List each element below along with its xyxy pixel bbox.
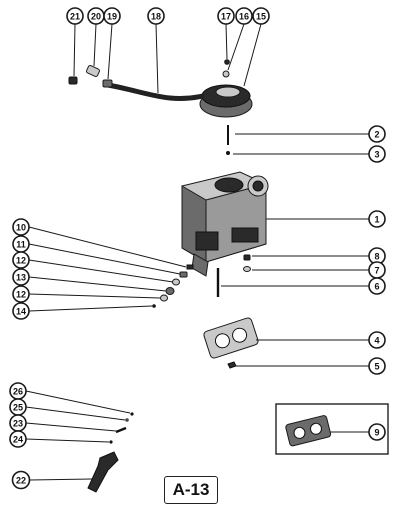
spring-part-13: [165, 287, 175, 295]
callout-label: 6: [374, 282, 379, 292]
callout-label: 9: [374, 428, 379, 438]
plug-part-21: [68, 76, 78, 85]
callout-label: 1: [374, 215, 379, 225]
fuel-hose-part: [107, 82, 205, 102]
part-26: [130, 412, 134, 416]
fuel-pump-part: [199, 84, 253, 118]
callout-23: 23: [9, 414, 27, 432]
inset-box: [275, 403, 389, 455]
callout-6: 6: [368, 277, 386, 295]
callout-12-upper: 12: [12, 251, 30, 269]
callout-label: 23: [13, 419, 23, 429]
callout-label: 15: [256, 12, 266, 22]
callout-label: 4: [374, 336, 379, 346]
callout-label: 12: [16, 256, 26, 266]
callout-label: 18: [151, 12, 161, 22]
callout-label: 11: [16, 240, 26, 250]
needle-part-10: [186, 264, 194, 270]
callout-label: 8: [374, 252, 379, 262]
callout-label: 22: [16, 476, 26, 486]
callout-11: 11: [12, 235, 30, 253]
callout-21: 21: [66, 7, 84, 25]
callout-13: 13: [12, 268, 30, 286]
callout-label: 17: [221, 12, 231, 22]
callout-22: 22: [11, 470, 31, 490]
callout-20: 20: [87, 7, 105, 25]
pin-part-23: [115, 426, 127, 434]
callout-label: 5: [374, 362, 379, 372]
washer-part-7: [243, 266, 251, 272]
callout-16: 16: [235, 7, 253, 25]
callout-3: 3: [368, 145, 386, 163]
callout-10: 10: [12, 218, 30, 236]
seat-part-11: [179, 271, 188, 278]
callout-label: 19: [107, 12, 117, 22]
callout-5: 5: [368, 357, 386, 375]
callout-label: 10: [16, 223, 26, 233]
callout-label: 21: [70, 12, 80, 22]
callout-19: 19: [103, 7, 121, 25]
callout-1: 1: [368, 210, 386, 228]
callout-9: 9: [368, 423, 386, 441]
part-24: [109, 440, 113, 444]
callout-18: 18: [147, 7, 165, 25]
ball-part-3: [226, 151, 230, 155]
flange-gasket-part: [203, 317, 259, 359]
callout-label: 26: [13, 387, 23, 397]
spacer-part-9: [285, 415, 332, 447]
nut-part-17: [224, 59, 230, 65]
lever-part-22: [87, 451, 119, 493]
callout-label: 25: [13, 403, 23, 413]
callout-17: 17: [217, 7, 235, 25]
callout-26: 26: [9, 382, 27, 400]
part-25: [125, 418, 129, 422]
callout-4: 4: [368, 331, 386, 349]
callout-12-lower: 12: [12, 285, 30, 303]
screw-part-8: [243, 254, 251, 261]
gasket-part-12b: [160, 294, 168, 302]
carburetor-part: [181, 171, 269, 277]
callout-label: 20: [91, 12, 101, 22]
callout-label: 16: [239, 12, 249, 22]
callout-15: 15: [252, 7, 270, 25]
callout-label: 24: [13, 435, 23, 445]
callout-label: 3: [374, 150, 379, 160]
figure-label: A-13: [164, 476, 218, 504]
callout-label: 14: [16, 307, 26, 317]
callout-label: 12: [16, 290, 26, 300]
fitting-part-19: [102, 79, 113, 88]
callout-label: 7: [374, 266, 379, 276]
callout-label: 13: [16, 273, 26, 283]
part-5: [227, 361, 237, 369]
callout-label: 2: [374, 130, 379, 140]
callout-14: 14: [12, 302, 30, 320]
fitting-part-20: [86, 64, 100, 78]
leader-lines: [25, 23, 369, 481]
callout-24: 24: [9, 430, 27, 448]
ring-part-16: [222, 70, 230, 78]
gasket-part-12a: [172, 278, 180, 286]
callout-2: 2: [368, 125, 386, 143]
ball-part-14: [152, 304, 156, 308]
callout-25: 25: [9, 398, 27, 416]
callout-7: 7: [368, 261, 386, 279]
